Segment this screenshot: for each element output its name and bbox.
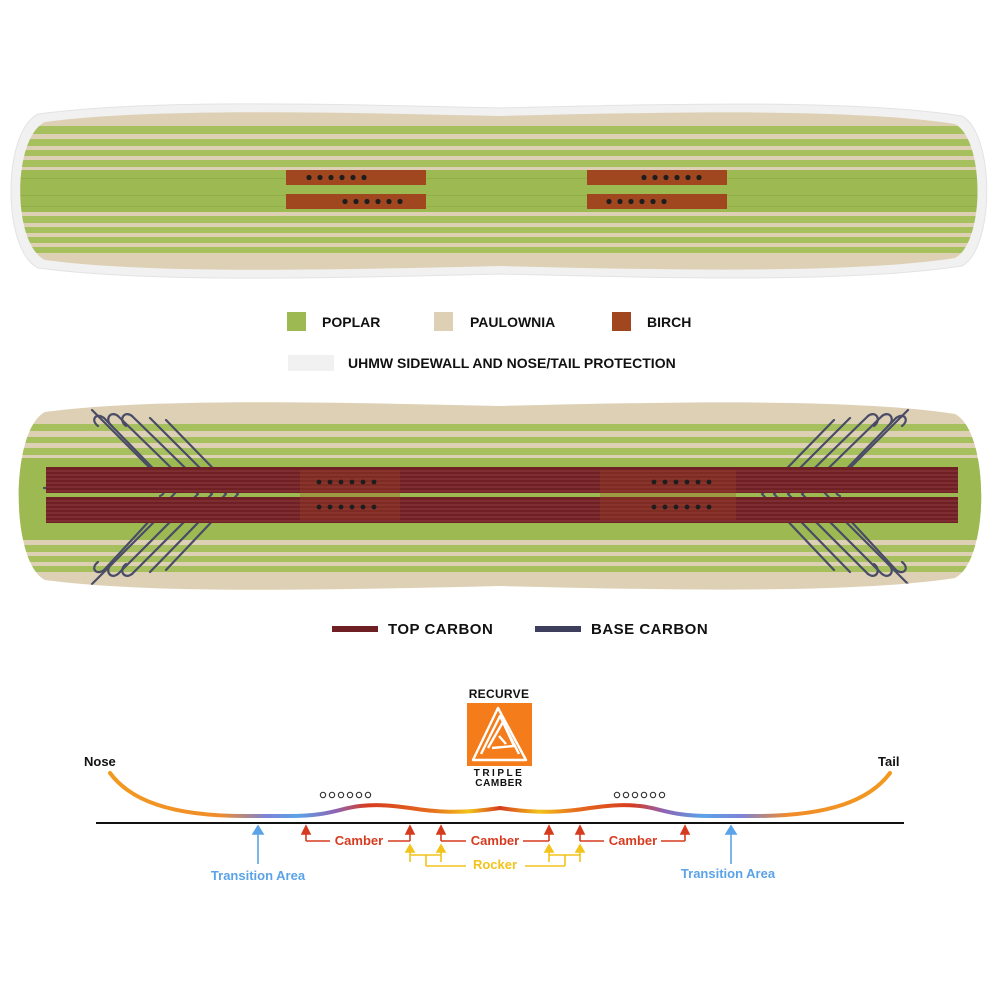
logo-line1: RECURVE (469, 687, 530, 701)
recurve-triple-camber-logo: RECURVE TRIPLE CAMBER (467, 687, 532, 789)
transition-label-right: Transition Area (681, 866, 776, 881)
tail-label: Tail (878, 754, 899, 769)
base-carbon-label: BASE CARBON (591, 621, 708, 638)
camber-brackets (300, 824, 691, 842)
birch-insert-left (286, 170, 426, 209)
transition-label-left: Transition Area (211, 868, 306, 883)
binding-markers-right (613, 791, 666, 799)
poplar-swatch (287, 312, 306, 331)
camber-label-right: Camber (609, 833, 657, 848)
binding-markers-left (319, 791, 372, 799)
logo-line3: CAMBER (475, 778, 523, 789)
carbon-legend: TOP CARBON BASE CARBON (332, 621, 708, 638)
top-carbon-swatch (332, 626, 378, 632)
core-wood-strips-bottom (18, 402, 982, 590)
base-carbon-right (760, 408, 958, 586)
inserts-right-bottom (651, 479, 712, 510)
paulownia-swatch (434, 312, 453, 331)
top-board (10, 103, 988, 279)
profile-curve (108, 771, 892, 818)
bottom-board (18, 402, 982, 590)
top-carbon-label: TOP CARBON (388, 621, 493, 638)
material-legend: POPLAR PAULOWNIA BIRCH UHMW SIDEWALL AND… (287, 312, 691, 371)
poplar-label: POPLAR (322, 314, 380, 330)
birch-swatch (612, 312, 631, 331)
camber-label-left: Camber (335, 833, 383, 848)
inserts-left-bottom (316, 479, 377, 510)
arrow-up-icon (251, 824, 738, 864)
core-wood-strips (20, 112, 978, 270)
birch-insert-right (587, 170, 727, 209)
top-carbon-stringer-lower (46, 497, 958, 523)
rocker-brackets (404, 843, 586, 867)
camber-profile: Nose Tail Transition Area Transition Are… (84, 754, 904, 883)
nose-label: Nose (84, 754, 116, 769)
birch-label: BIRCH (647, 314, 691, 330)
logo-line2: TRIPLE (474, 768, 525, 779)
paulownia-label: PAULOWNIA (470, 314, 555, 330)
base-carbon-swatch (535, 626, 581, 632)
uhmw-swatch (288, 355, 334, 371)
uhmw-label: UHMW SIDEWALL AND NOSE/TAIL PROTECTION (348, 355, 676, 371)
top-carbon-stringer-upper (46, 467, 958, 493)
triangle-spiral-icon (471, 706, 528, 762)
camber-label-center: Camber (471, 833, 519, 848)
rocker-label: Rocker (473, 857, 517, 872)
